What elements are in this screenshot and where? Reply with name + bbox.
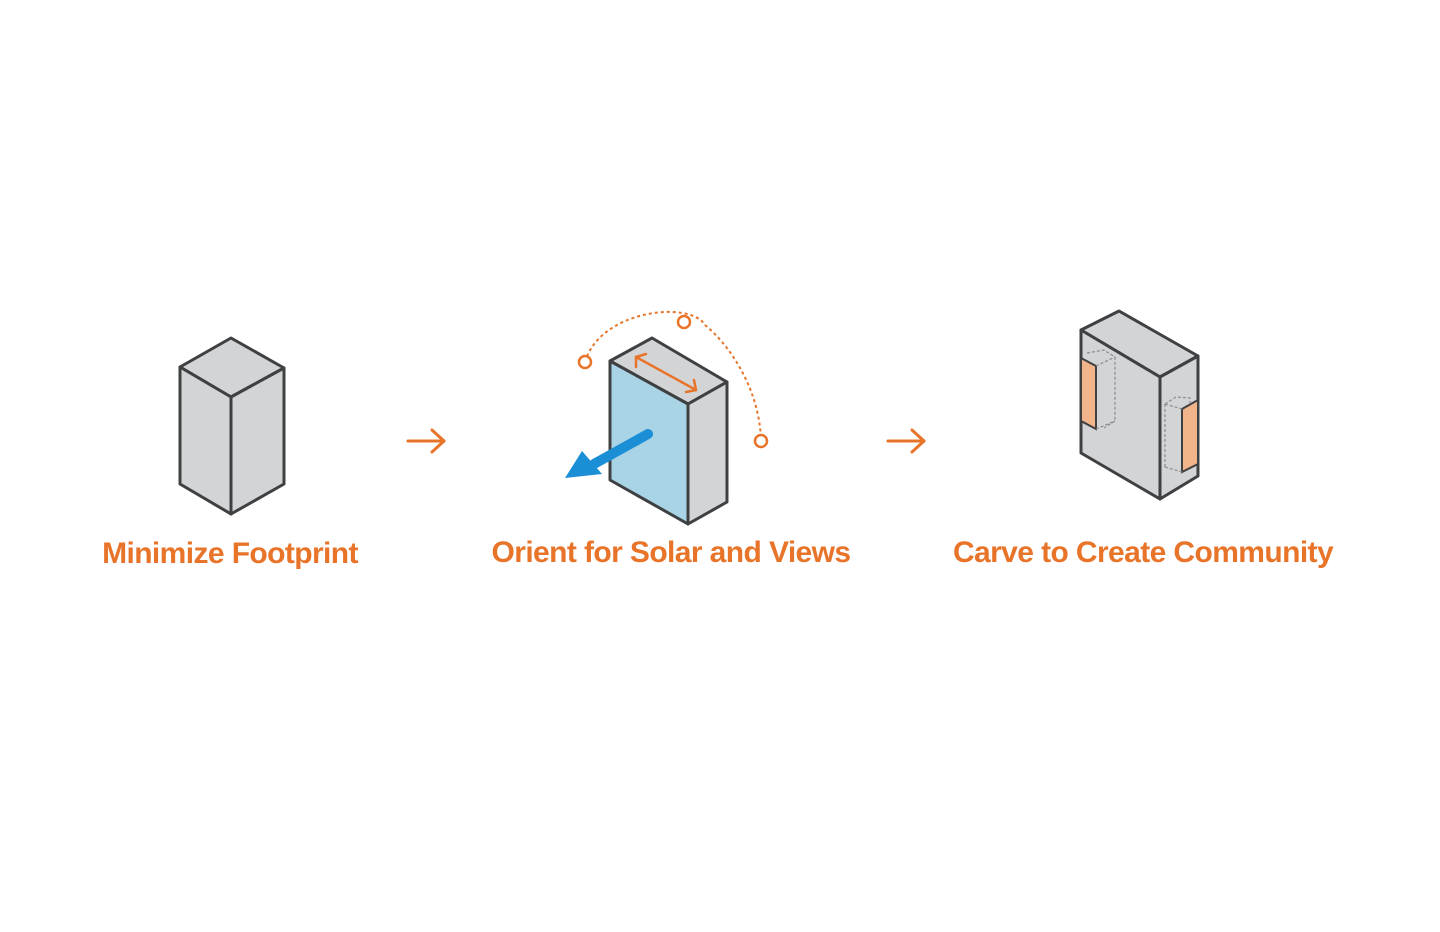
sun-position-marker <box>676 314 692 330</box>
oriented-block-icon <box>565 310 769 526</box>
view-direction-arrow-icon <box>565 429 653 478</box>
orientation-arrow-icon <box>634 352 698 394</box>
arrow-right-icon <box>406 428 446 454</box>
tall-block-icon <box>178 336 286 516</box>
arrow-right-icon <box>886 428 926 454</box>
carved-courtyard-left <box>1080 349 1116 431</box>
sun-position-marker <box>753 433 769 449</box>
sun-position-marker <box>577 354 593 370</box>
carved-block-icon <box>1079 309 1200 501</box>
step-label-carve-community: Carve to Create Community <box>953 536 1334 569</box>
step-label-orient-solar-views: Orient for Solar and Views <box>492 536 851 569</box>
step-label-minimize-footprint: Minimize Footprint <box>102 537 358 570</box>
carved-courtyard-right <box>1164 396 1199 474</box>
solar-path-arc <box>577 310 769 449</box>
